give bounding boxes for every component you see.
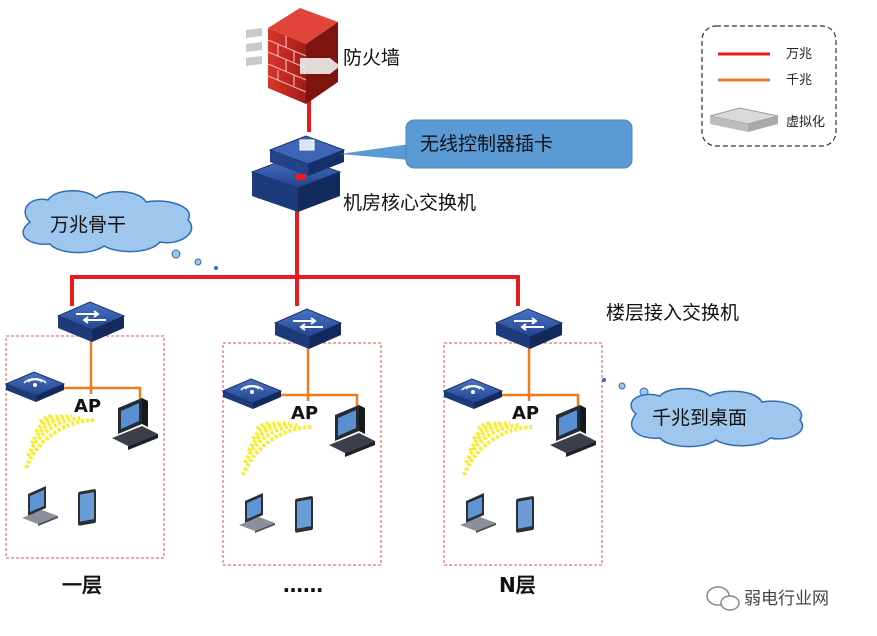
access-point-icon <box>222 378 282 410</box>
core-switch-label: 机房核心交换机 <box>343 192 476 214</box>
wireless-controller-callout: 无线控制器插卡 <box>340 119 633 169</box>
virtualization-icon <box>709 107 779 132</box>
backbone-bubble: 万兆骨干 <box>22 190 218 270</box>
wifi-signal-icon <box>241 421 313 477</box>
wireless-controller-label: 无线控制器插卡 <box>420 133 553 155</box>
legend-virtualization-label: 虚拟化 <box>786 115 825 130</box>
ap-label: AP <box>512 403 539 424</box>
floor-label-3: N层 <box>499 573 536 597</box>
firewall-label: 防火墙 <box>343 47 400 69</box>
laptop-icon <box>460 493 496 533</box>
firewall-icon <box>246 8 340 104</box>
core-switch: 机房核心交换机 <box>250 135 476 214</box>
access-point-icon <box>443 378 503 410</box>
firewall: 防火墙 <box>246 8 400 104</box>
floor-label-2: …… <box>283 573 323 597</box>
ap-pc-link <box>44 386 142 406</box>
legend-ten-gig-label: 万兆 <box>786 47 812 62</box>
desktop-pc-icon <box>329 405 375 457</box>
desktop-bubble-label: 千兆到桌面 <box>652 407 747 429</box>
laptop-icon <box>22 486 58 526</box>
ap-pc-link <box>482 393 580 413</box>
wechat-icon <box>706 586 740 611</box>
access-switch-label: 楼层接入交换机 <box>606 302 739 324</box>
desktop-pc-icon <box>550 405 596 457</box>
wifi-signal-icon <box>462 421 534 477</box>
floor-label-1: 一层 <box>62 573 102 597</box>
ap-label: AP <box>74 396 101 417</box>
floor-group-3: AP <box>443 308 603 566</box>
tablet-icon <box>516 495 534 533</box>
access-point-icon <box>5 371 65 403</box>
legend: 万兆 千兆 虚拟化 <box>701 25 837 147</box>
floor-group-1: AP <box>5 301 165 559</box>
core-switch-icon <box>250 135 346 212</box>
watermark-label: 弱电行业网 <box>744 589 829 609</box>
desktop-pc-icon <box>112 398 158 450</box>
laptop-icon <box>239 493 275 533</box>
watermark: 弱电行业网 <box>706 586 829 611</box>
ap-label: AP <box>291 403 318 424</box>
legend-gig-label: 千兆 <box>786 73 812 88</box>
tablet-icon <box>295 495 313 533</box>
ap-pc-link <box>261 393 359 413</box>
wifi-signal-icon <box>24 414 96 470</box>
tablet-icon <box>78 488 96 526</box>
ten-gig-links <box>70 84 520 306</box>
floor-group-2: AP <box>222 308 382 566</box>
cloud-shape <box>630 387 804 448</box>
backbone-bubble-label: 万兆骨干 <box>50 214 126 236</box>
cloud-shape <box>22 190 193 254</box>
desktop-bubble: 千兆到桌面 <box>602 378 804 448</box>
